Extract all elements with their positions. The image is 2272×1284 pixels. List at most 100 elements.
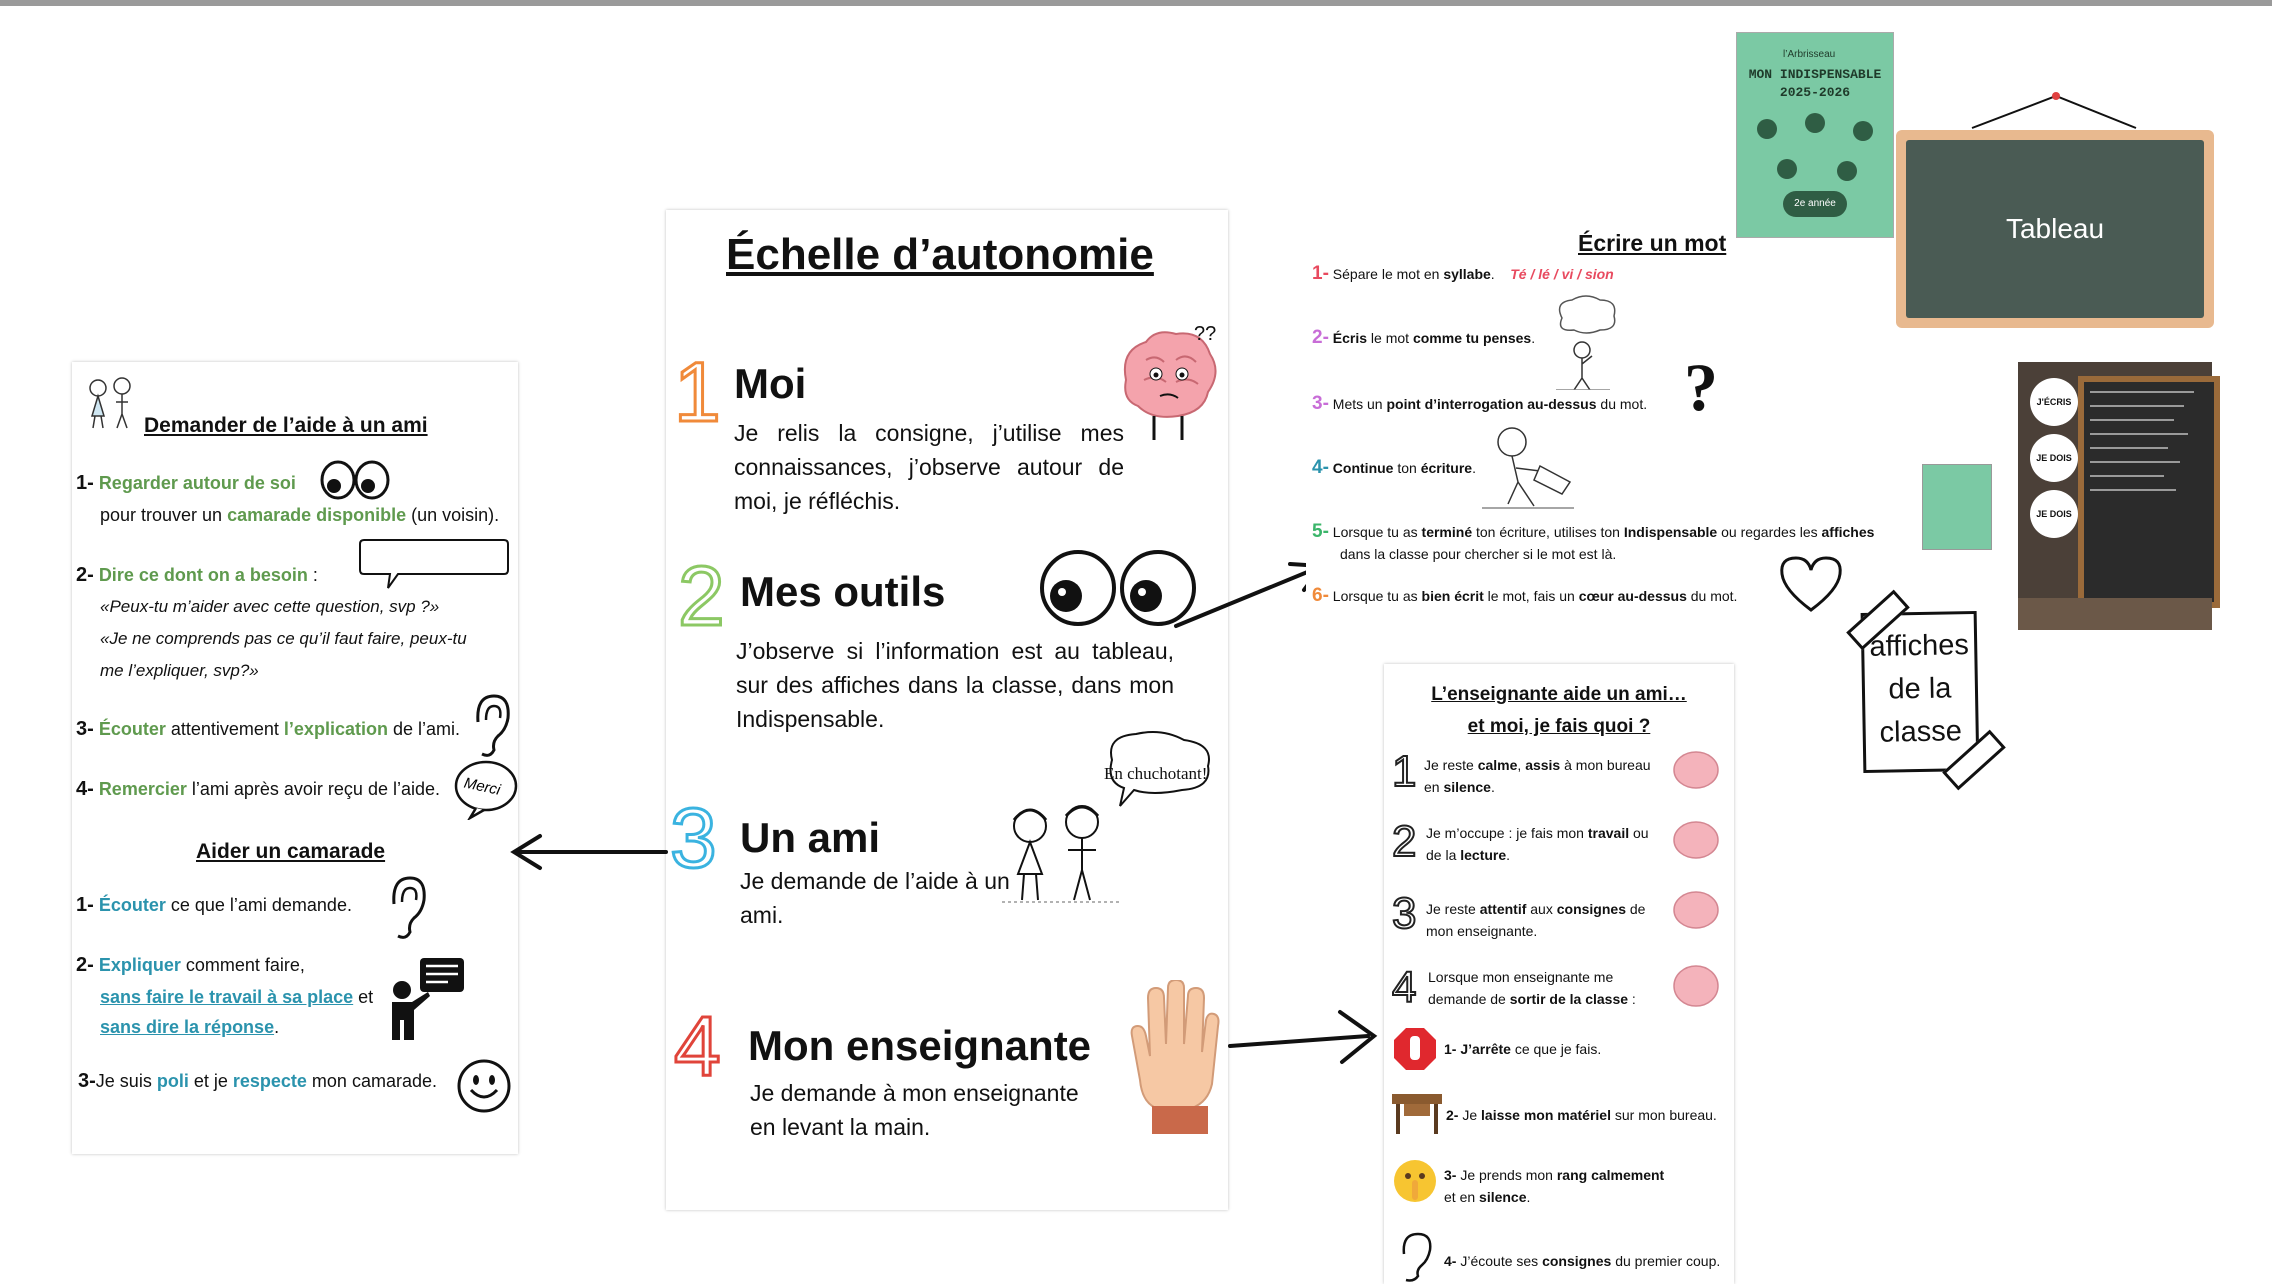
left-item-1: 1- Regarder autour de soi	[76, 472, 296, 494]
arrow-to-teacher-card-head	[1338, 1010, 1378, 1064]
step-1-number: 1	[673, 345, 723, 439]
brain-thinking-icon: ??	[1124, 323, 1217, 440]
writing-person-icon	[1482, 427, 1574, 509]
photo-sign-3: JE DOIS	[2030, 490, 2078, 538]
step-2-number: 2	[677, 549, 727, 643]
shush-emoji-icon	[1394, 1160, 1436, 1202]
step-4-title: Mon enseignante	[748, 1022, 1092, 1069]
left-item-2: 2- Dire ce dont on a besoin :	[76, 564, 318, 586]
teacher-digit-2: 2	[1391, 817, 1418, 866]
left-item-2-q3: me l’expliquer, svp?»	[100, 661, 259, 680]
big-eyes-icon	[1040, 550, 1196, 626]
teacher-sub-1: 1- J’arrête ce que je fais.	[1444, 1041, 1602, 1057]
stop-sign-icon	[1394, 1028, 1436, 1070]
left2-item-2-line3: sans dire la réponse.	[100, 1017, 280, 1037]
step-3-text: Je demande de l’aide à un ami.	[740, 868, 1010, 928]
raised-hand-icon	[1130, 980, 1220, 1134]
kids-whisper-icon	[1002, 731, 1210, 903]
ear-icon-3	[1402, 1232, 1432, 1282]
left-title-2: Aider un camarade	[196, 840, 386, 863]
photo-sign-2: JE DOIS	[2030, 434, 2078, 482]
speech-bubble-icon	[359, 539, 509, 589]
ear-icon	[476, 694, 510, 757]
brain-icons-column	[1673, 751, 1719, 1007]
left2-item-2: 2- Expliquer comment faire,	[76, 954, 305, 976]
left-item-1-line2: pour trouver un camarade disponible (un …	[100, 505, 500, 525]
indispensable-thumbnail	[1922, 464, 1992, 550]
calm-brain-icon	[1673, 751, 1719, 789]
idea-brain-icon	[1673, 965, 1719, 1007]
arrow-to-write-card	[1174, 564, 1324, 628]
teacher-digit-4: 4	[1391, 963, 1418, 1012]
teacher-title-1: L’enseignante aide un ami…	[1431, 684, 1687, 705]
booklet-badge: 2e année	[1783, 191, 1847, 217]
teacher-sub-2: 2- Je laisse mon matériel sur mon bureau…	[1446, 1107, 1717, 1123]
step-3-number: 3	[669, 791, 719, 885]
teacher-sub-3: 3- Je prends mon rang calmement et en si…	[1444, 1167, 1665, 1205]
smiley-icon	[457, 1059, 511, 1113]
teacher-row-2: Je m’occupe : je fais mon travail ou de …	[1426, 825, 1649, 863]
write-row-5-line2: dans la classe pour chercher si le mot e…	[1340, 546, 1617, 562]
write-row-1: 1- Sépare le mot en syllabe. Té / lé / v…	[1312, 263, 1614, 284]
write-row-5: 5- Lorsque tu as terminé ton écriture, u…	[1312, 521, 1875, 542]
desk-icon	[1392, 1094, 1442, 1134]
step-3-title: Un ami	[740, 814, 881, 861]
eyes-icon	[320, 460, 390, 500]
step-1-text: Je relis la consigne, j’utilise mes conn…	[734, 420, 1124, 514]
step-2-text: J’observe si l’information est au tablea…	[736, 638, 1174, 732]
autonomy-scale-card: Échelle d’autonomie 1 Moi Je relis la co…	[666, 210, 1228, 1210]
teacher-digit-1: 1	[1391, 747, 1418, 796]
top-border	[0, 0, 2272, 6]
ear-icon-2	[392, 876, 426, 939]
booklet-title: MON INDISPENSABLE	[1748, 67, 1882, 82]
left-title: Demander de l’aide à un ami	[144, 414, 428, 437]
arrow-to-teacher-card	[1228, 1034, 1370, 1048]
write-row-2: 2- Écris le mot comme tu penses.	[1312, 327, 1536, 348]
step-2-title: Mes outils	[740, 568, 946, 615]
thinking-person-icon	[1556, 295, 1616, 390]
tableau-frame: Tableau	[1896, 130, 2214, 328]
write-title: Écrire un mot	[1578, 230, 1727, 256]
teacher-title-2: et moi, je fais quoi ?	[1467, 716, 1651, 737]
help-friend-card: Demander de l’aide à un ami 1- Regarder …	[72, 362, 518, 1154]
heart-icon	[1780, 556, 1842, 612]
left-item-4: 4- Remercier l’ami après avoir reçu de l…	[76, 778, 440, 800]
tableau-string	[1971, 94, 2137, 129]
reading-brain-icon	[1673, 821, 1719, 859]
write-row-4: 4- Continue ton écriture.	[1312, 457, 1476, 478]
write-row-3: 3- Mets un point d’interrogation au-dess…	[1312, 393, 1648, 414]
left2-item-2-line2: sans faire le travail à sa place et	[100, 987, 374, 1007]
write-word-card: Écrire un mot 1- Sépare le mot en syllab…	[1306, 228, 1996, 618]
merci-bubble-icon: Merci	[454, 760, 518, 820]
left2-item-1: 1- Écouter ce que l’ami demande.	[76, 894, 352, 916]
step-4-text: Je demande à mon enseignante en levant l…	[750, 1080, 1079, 1140]
photo-chalkboard	[2078, 376, 2220, 608]
photo-chalk-lines	[2090, 391, 2194, 491]
left-item-2-q1: «Peux-tu m’aider avec cette question, sv…	[100, 597, 440, 616]
teacher-helps-card: L’enseignante aide un ami… et moi, je fa…	[1384, 664, 1734, 1284]
left-item-3: 3- Écouter attentivement l’explication d…	[76, 718, 460, 740]
svg-text:??: ??	[1194, 323, 1216, 345]
tableau-board: Tableau	[1906, 140, 2204, 318]
step-1-title: Moi	[734, 360, 807, 407]
center-title: Échelle d’autonomie	[726, 230, 1154, 279]
booklet-year: 2025-2026	[1779, 85, 1851, 100]
booklet-brand: l’Arbrisseau	[1783, 49, 1836, 60]
teacher-row-1: Je reste calme, assis à mon bureau en si…	[1424, 757, 1651, 795]
teacher-row-4: Lorsque mon enseignante me demande de so…	[1428, 969, 1636, 1007]
write-row-6: 6- Lorsque tu as bien écrit le mot, fais…	[1312, 585, 1738, 606]
photo-floor	[2018, 598, 2212, 630]
left-item-2-q2: «Je ne comprends pas ce qu’il faut faire…	[100, 629, 467, 648]
teacher-sub-4: 4- J’écoute ses consignes du premier cou…	[1444, 1253, 1721, 1269]
question-mark-icon: ?	[1684, 349, 1718, 425]
photo-sign-1: J'ÉCRIS	[2030, 378, 2078, 426]
teacher-row-3: Je reste attentif aux consignes de mon e…	[1426, 901, 1646, 939]
left2-item-3: 3-Je suis poli et je respecte mon camara…	[78, 1070, 437, 1092]
teacher-digit-3: 3	[1391, 889, 1418, 938]
tableau-nail	[2052, 92, 2060, 100]
kids-icon	[89, 377, 131, 429]
affiches-line-3: classe	[1879, 715, 1963, 749]
indispensable-booklet-image: l’Arbrisseau MON INDISPENSABLE 2025-2026…	[1736, 32, 1894, 238]
whisper-bubble-text: En chuchotant!	[1104, 764, 1208, 783]
